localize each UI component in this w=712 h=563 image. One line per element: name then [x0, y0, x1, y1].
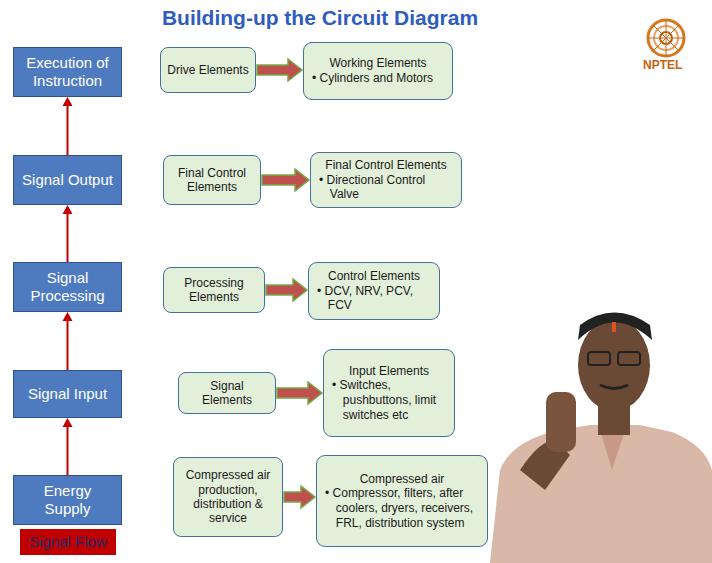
box-text: Compressed air — [325, 472, 479, 487]
element-list-box: Control Elements• DCV, NRV, PCV, FCV — [308, 262, 440, 320]
box-text: Signal Processing — [19, 269, 116, 305]
block-arrow — [277, 382, 322, 404]
box-bullet: • Cylinders and Motors — [312, 71, 444, 86]
box-text: Signal Output — [19, 171, 116, 189]
element-list-box: Final Control Elements• Directional Cont… — [310, 152, 462, 208]
box-text: Execution of Instruction — [19, 54, 116, 90]
box-text: Compressed air production, distribution … — [180, 468, 276, 526]
box-bullet: • Switches, pushbuttons, limit switches … — [332, 378, 446, 422]
element-group-box: Signal Elements — [178, 372, 276, 414]
stage-box: Execution of Instruction — [13, 47, 122, 97]
box-text: Energy Supply — [19, 482, 116, 518]
flow-arrow — [63, 205, 73, 262]
box-text: Drive Elements — [167, 63, 249, 77]
box-text: Signal Input — [19, 385, 116, 403]
element-group-box: Compressed air production, distribution … — [173, 457, 283, 537]
box-bullet: • DCV, NRV, PCV, FCV — [317, 284, 431, 313]
flow-arrow — [63, 97, 73, 155]
block-arrow — [284, 486, 315, 508]
element-group-box: Drive Elements — [160, 47, 256, 93]
box-bullet: • Directional Control Valve — [319, 173, 453, 202]
diagram-title: Building-up the Circuit Diagram — [90, 6, 550, 30]
block-arrow — [262, 169, 309, 191]
element-list-box: Working Elements• Cylinders and Motors — [303, 42, 453, 100]
block-arrow — [266, 279, 307, 301]
signal-flow-tag: Signal Flow — [20, 529, 116, 555]
box-text: Working Elements — [312, 56, 444, 71]
stage-box: Energy Supply — [13, 475, 122, 525]
presenter-figure — [490, 313, 712, 563]
box-text: Input Elements — [332, 364, 446, 379]
stage-box: Signal Input — [13, 370, 122, 418]
element-list-box: Compressed air• Compressor, filters, aft… — [316, 455, 488, 547]
flow-arrow — [63, 418, 73, 475]
box-text: Control Elements — [317, 269, 431, 284]
logo-text: NPTEL — [643, 58, 682, 72]
box-text: Signal Flow — [24, 533, 112, 551]
box-text: Processing Elements — [170, 276, 258, 305]
stage-box: Signal Processing — [13, 262, 122, 312]
box-text: Final Control Elements — [319, 158, 453, 173]
flow-arrow — [63, 312, 73, 370]
block-arrow — [257, 59, 302, 81]
stage-box: Signal Output — [13, 155, 122, 205]
box-bullet: • Compressor, filters, after coolers, dr… — [325, 486, 479, 530]
element-list-box: Input Elements• Switches, pushbuttons, l… — [323, 349, 455, 437]
box-text: Signal Elements — [185, 379, 269, 408]
element-group-box: Final Control Elements — [163, 155, 261, 205]
box-text: Final Control Elements — [170, 166, 254, 195]
nptel-logo — [648, 20, 684, 56]
element-group-box: Processing Elements — [163, 267, 265, 313]
